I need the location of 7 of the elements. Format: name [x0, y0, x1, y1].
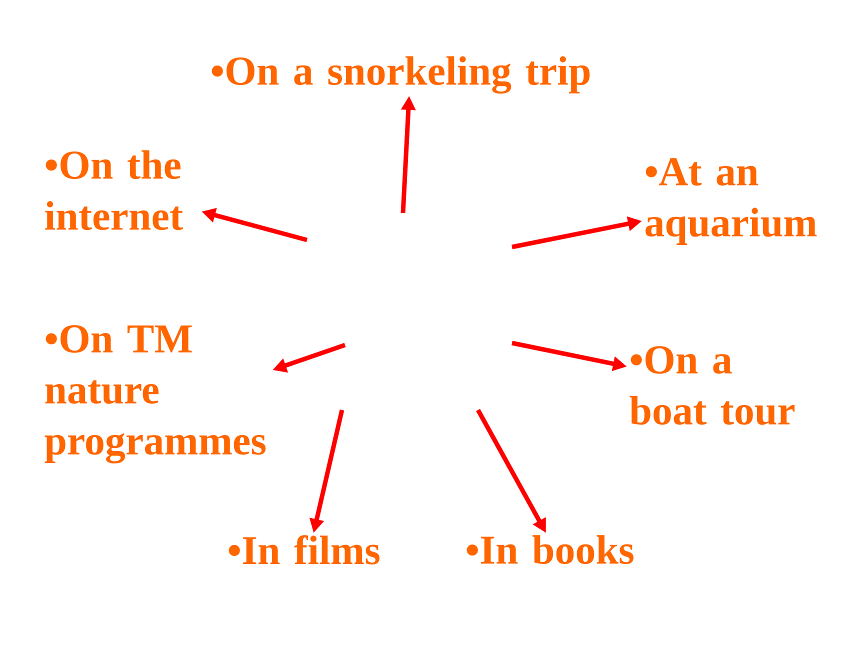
bullet-text: •On a boat tour: [630, 346, 795, 425]
bullet-text: •In films: [228, 535, 380, 564]
bullet-text: •In books: [466, 535, 634, 564]
bullet-text: •At an aquarium: [646, 158, 817, 245]
bullet-text: •On a snorkeling trip: [212, 56, 590, 94]
bullet-text: •On the internet: [45, 150, 183, 230]
bullet-text: •On TM nature programmes: [44, 325, 266, 464]
